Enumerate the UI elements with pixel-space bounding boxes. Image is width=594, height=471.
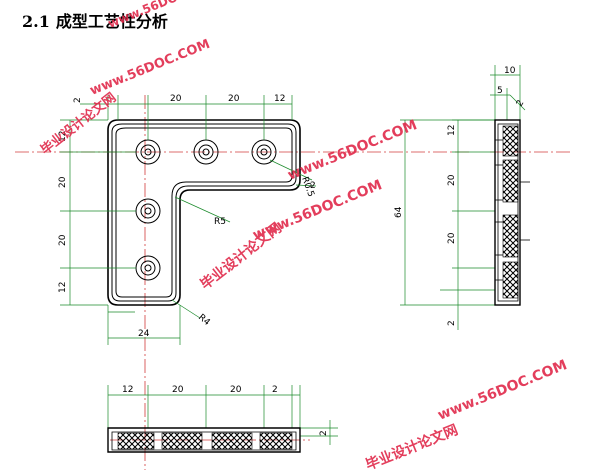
dim-bottom-24: 24 bbox=[138, 329, 150, 339]
dim-bot-2v: 2 bbox=[319, 430, 329, 436]
dim-bot-20b: 20 bbox=[230, 385, 242, 395]
dim-2-small: 2 bbox=[310, 181, 316, 191]
dim-left-20a: 20 bbox=[58, 176, 68, 188]
dim-top-20a: 20 bbox=[170, 94, 182, 104]
dim-r5-inner: R5 bbox=[214, 217, 226, 227]
dim-side-20a: 20 bbox=[447, 174, 457, 186]
dim-top-12: 12 bbox=[274, 94, 285, 104]
dim-bot-2: 2 bbox=[272, 385, 278, 395]
dim-bot-12: 12 bbox=[122, 385, 133, 395]
dim-left-12: 12 bbox=[58, 131, 68, 142]
section-number: 2.1 bbox=[22, 12, 50, 31]
watermark-cn-3: 毕业设计论文网 bbox=[363, 421, 460, 471]
watermark-url-2: www.56DOC.COM bbox=[251, 177, 385, 244]
dim-side-2b: 2 bbox=[447, 320, 457, 326]
dim-side-12: 12 bbox=[447, 125, 457, 136]
inner-outline-2 bbox=[115, 127, 293, 298]
side-view bbox=[400, 65, 530, 330]
bottom-view bbox=[107, 385, 338, 453]
watermark-layer: 毕业设计论文网 www.56DOC.COM www.56DOC.COM 毕业设计… bbox=[38, 0, 570, 471]
boss-circles bbox=[135, 139, 277, 281]
dim-side-2: 2 bbox=[515, 99, 527, 109]
watermark-url-3: www.56DOC.COM bbox=[286, 117, 420, 184]
bottom-dim-labels: 12 20 20 2 2 bbox=[122, 385, 329, 436]
outer-outline bbox=[107, 119, 301, 306]
dim-left-12b: 12 bbox=[58, 282, 68, 293]
watermark-url-4: www.56DOC.COM bbox=[436, 357, 570, 424]
dim-top-2: 2 bbox=[73, 97, 83, 103]
section-title: 成型工艺性分析 bbox=[55, 12, 168, 31]
front-dim-labels: 2 20 20 12 12 20 20 12 R5 R0.5 2 R4 24 bbox=[58, 94, 316, 339]
dim-bot-20a: 20 bbox=[172, 385, 184, 395]
dim-left-20b: 20 bbox=[58, 234, 68, 246]
dim-top-20b: 20 bbox=[228, 94, 240, 104]
inner-outline-1 bbox=[111, 123, 297, 302]
section-heading: 2.1 成型工艺性分析 bbox=[22, 8, 168, 32]
watermark-url-1: www.56DOC.COM bbox=[88, 37, 212, 99]
side-dim-labels: 10 5 2 12 20 20 64 2 bbox=[394, 66, 526, 326]
dim-side-10: 10 bbox=[504, 66, 516, 76]
dim-side-64: 64 bbox=[394, 206, 404, 218]
dim-side-20b: 20 bbox=[447, 232, 457, 244]
watermark-url-top: www.56DOC.COM bbox=[106, 0, 221, 31]
dim-side-5: 5 bbox=[497, 86, 503, 96]
front-dimensions bbox=[60, 95, 317, 345]
dim-r4: R4 bbox=[196, 313, 212, 329]
